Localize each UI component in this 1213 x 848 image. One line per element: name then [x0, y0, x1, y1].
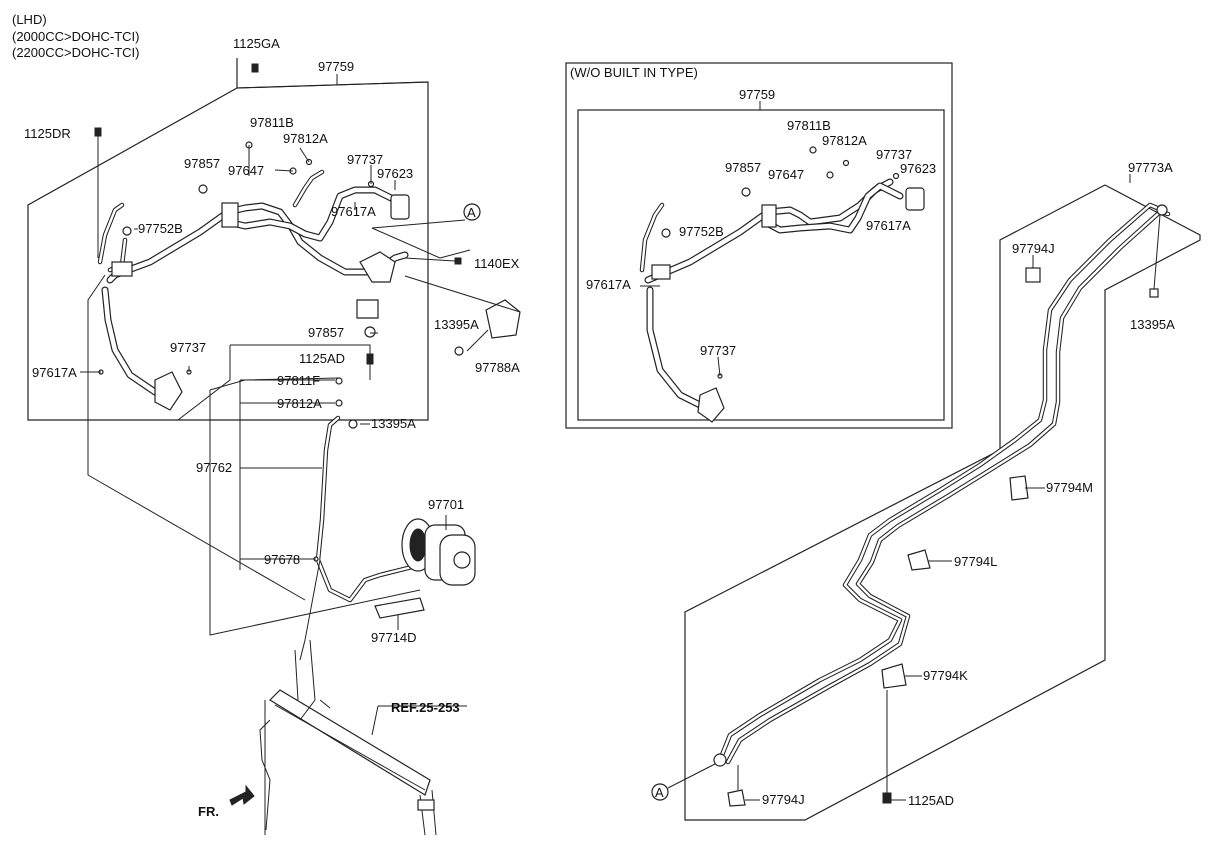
label-97737: 97737	[876, 147, 912, 162]
label-97811B: 97811B	[787, 118, 831, 133]
lower-assembly-outline	[87, 274, 421, 636]
label-97701: 97701	[428, 497, 464, 512]
label-97857: 97857	[308, 325, 344, 340]
label-97737: 97737	[347, 152, 383, 167]
label-97617A: 97617A	[32, 365, 77, 380]
label-13395A: 13395A	[371, 416, 416, 431]
label-a: A	[655, 785, 664, 800]
label-97812A: 97812A	[277, 396, 322, 411]
label-97714D: 97714D	[371, 630, 417, 645]
label-97794M: 97794M	[1046, 480, 1093, 495]
header-line-2: (2000CC>DOHC-TCI)	[12, 29, 140, 44]
label-97737: 97737	[170, 340, 206, 355]
main-assembly-box	[27, 58, 429, 421]
bracket	[359, 251, 396, 283]
right-pipes	[667, 202, 1171, 807]
label-97647: 97647	[768, 167, 804, 182]
label-97794L: 97794L	[954, 554, 997, 569]
label-13395A: 13395A	[1130, 317, 1175, 332]
hose-fitting	[154, 371, 183, 411]
label-a: A	[467, 205, 476, 220]
label-97617A: 97617A	[331, 204, 376, 219]
right-callouts: 97773A 97794J 13395A 97794M 97794L 97794…	[655, 160, 1175, 808]
label-97617A: 97617A	[866, 218, 911, 233]
label-97857: 97857	[725, 160, 761, 175]
applicability-header: (LHD) (2000CC>DOHC-TCI) (2200CC>DOHC-TCI…	[12, 12, 140, 60]
label-97762: 97762	[196, 460, 232, 475]
condenser	[229, 639, 467, 836]
label-97794K: 97794K	[923, 668, 968, 683]
label-97812A: 97812A	[822, 133, 867, 148]
label-97617A: 97617A	[586, 277, 631, 292]
label-97759: 97759	[318, 59, 354, 74]
label-1140EX: 1140EX	[474, 256, 520, 271]
hardware	[94, 63, 464, 375]
label-ref-25-253: REF.25-253	[391, 700, 460, 715]
inset-callouts: 97759 97811B 97812A 97857 97737 97647 97…	[586, 87, 936, 358]
part-97788A	[485, 299, 521, 339]
label-97752B: 97752B	[138, 221, 183, 236]
reference-circle-a	[651, 783, 669, 801]
header-line-3: (2200CC>DOHC-TCI)	[12, 45, 140, 60]
compressor	[374, 515, 476, 630]
discharge-pipe	[239, 377, 423, 661]
block-fitting	[111, 261, 133, 277]
right-assembly-outline	[684, 174, 1201, 821]
label-97788A: 97788A	[475, 360, 520, 375]
inset-pipes	[639, 146, 925, 423]
block-fitting	[221, 202, 239, 228]
inset-box: (W/O BUILT IN TYPE)	[565, 62, 953, 429]
label-1125AD: 1125AD	[299, 351, 345, 366]
label-1125GA: 1125GA	[233, 36, 280, 51]
label-97811B: 97811B	[250, 115, 294, 130]
label-97773A: 97773A	[1128, 160, 1173, 175]
label-1125DR: 1125DR	[24, 126, 71, 141]
reference-circle-a	[463, 203, 481, 221]
label-97678: 97678	[264, 552, 300, 567]
inset-title: (W/O BUILT IN TYPE)	[570, 65, 698, 80]
label-97811F: 97811F	[277, 373, 320, 388]
label-97812A: 97812A	[283, 131, 328, 146]
label-97759: 97759	[739, 87, 775, 102]
label-13395A: 13395A	[434, 317, 479, 332]
label-97737: 97737	[700, 343, 736, 358]
main-pipes	[97, 169, 521, 411]
label-97623: 97623	[900, 161, 936, 176]
label-97623: 97623	[377, 166, 413, 181]
header-line-1: (LHD)	[12, 12, 47, 27]
label-97857: 97857	[184, 156, 220, 171]
label-97647: 97647	[228, 163, 264, 178]
leader-lines-main	[80, 145, 521, 373]
label-97794J: 97794J	[1012, 241, 1055, 256]
bracket	[356, 299, 379, 319]
label-front-direction: FR.	[198, 804, 219, 819]
pressure-switch	[390, 194, 410, 220]
label-97794J: 97794J	[762, 792, 805, 807]
main-callouts: 1125GA 97759 1125DR 97811B 97812A 97857 …	[24, 36, 520, 819]
label-1125AD: 1125AD	[908, 793, 954, 808]
label-97752B: 97752B	[679, 224, 724, 239]
